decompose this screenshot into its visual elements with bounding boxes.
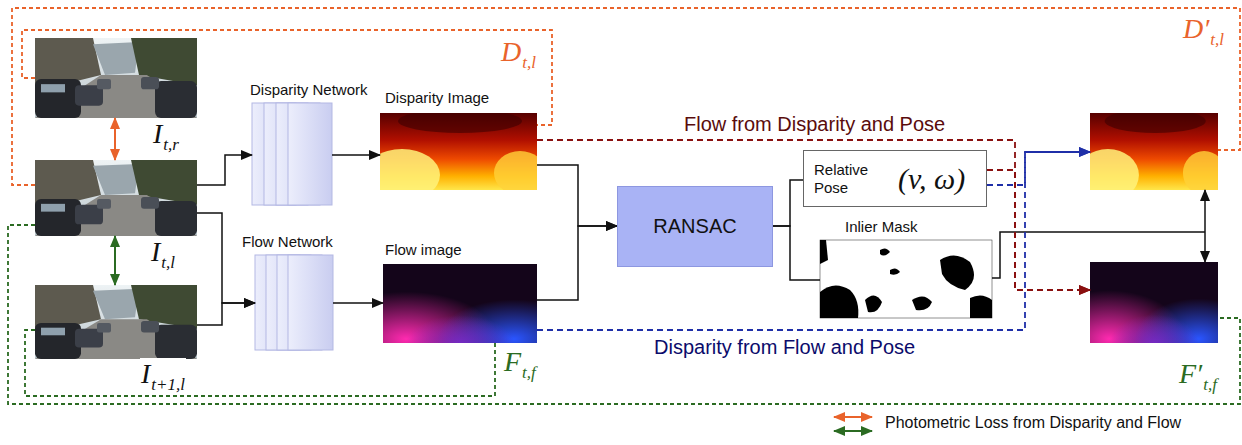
mask-outlier — [940, 255, 974, 290]
legend-arrow — [834, 430, 872, 432]
symbol-base: I — [153, 118, 162, 149]
legend-text: Photometric Loss from Disparity and Flow — [885, 414, 1181, 431]
connector — [773, 180, 803, 226]
process-box: RANSAC — [617, 186, 773, 267]
network-layer — [288, 103, 332, 205]
symbol-subscript: t,l — [1210, 30, 1224, 49]
edge-label-slot: Disparity from Flow and Pose — [651, 336, 918, 359]
input-image: It+1,l — [35, 285, 197, 359]
box-label: RANSAC — [653, 215, 736, 238]
connector — [333, 302, 383, 304]
disparity-map — [364, 109, 546, 201]
connector — [197, 213, 255, 303]
symbol-subscript: t,r — [163, 135, 179, 154]
flow-map — [383, 264, 537, 343]
connector — [987, 170, 1090, 290]
mask-outlier — [912, 296, 932, 310]
mask-outlier — [865, 295, 882, 312]
connector — [114, 236, 116, 285]
symbol-subscript: t,l — [522, 53, 536, 72]
symbol-label: Dt,l — [500, 36, 537, 68]
mask-outlier — [820, 240, 828, 264]
network-block: Disparity Network — [252, 103, 332, 205]
mask-outlier — [890, 268, 900, 274]
connector — [987, 152, 1090, 185]
heading: Disparity Network — [250, 81, 368, 98]
edge-label-slot: Flow from Disparity and Pose — [681, 113, 948, 136]
symbol-base: I — [151, 236, 160, 267]
network-block: Flow Network — [255, 255, 333, 350]
connector — [537, 140, 1090, 290]
edge-label: Disparity from Flow and Pose — [651, 336, 918, 358]
connector — [25, 330, 495, 396]
pose-symbol: (v, ω) — [898, 162, 965, 196]
symbol-label: F′t,f — [1178, 358, 1218, 390]
inlier-mask-image — [820, 240, 992, 318]
symbol-subscript: t,f — [1203, 375, 1217, 394]
mask-outlier — [880, 248, 890, 255]
input-photo — [35, 38, 197, 118]
heading-slot: Flow Network — [242, 232, 333, 251]
legend-slot: Photometric Loss from Disparity and Flow — [885, 414, 1181, 432]
input-image: It,l — [35, 160, 197, 236]
symbol-label: D′t,l — [1182, 13, 1225, 45]
symbol-base: D′ — [1183, 13, 1209, 44]
symbol-subscript: t,f — [522, 363, 536, 382]
heading: Inlier Mask — [845, 218, 918, 235]
symbol-label: It,l — [150, 236, 176, 268]
heading-slot: Inlier Mask — [845, 217, 918, 236]
connector — [114, 118, 116, 160]
symbol-base: F′ — [1179, 358, 1202, 389]
edge-label: Flow from Disparity and Pose — [681, 113, 948, 135]
heading-slot: Disparity Network — [250, 80, 368, 99]
symbol-subscript: t+1,l — [151, 375, 185, 394]
disparity-map — [1077, 109, 1225, 201]
symbol-label: It,r — [152, 118, 180, 150]
connector — [197, 155, 252, 185]
heading: Flow image — [385, 241, 462, 258]
network-layer — [288, 255, 333, 350]
input-photo — [35, 160, 197, 236]
connector — [773, 226, 820, 280]
mask-outlier — [970, 295, 992, 318]
output-image: D′t,l — [1090, 113, 1218, 190]
box-label: Relative Pose — [814, 161, 886, 196]
mask-outlier — [820, 285, 858, 318]
flow-map — [1090, 262, 1218, 343]
connector — [537, 226, 617, 300]
image-block: Disparity Image — [380, 113, 537, 190]
heading: Disparity Image — [385, 89, 489, 106]
legend-arrow — [834, 416, 872, 418]
input-photo — [35, 285, 197, 359]
output-image: F′t,f — [1090, 262, 1218, 343]
pose-box: Relative Pose (v, ω) — [803, 150, 987, 207]
mask-ground — [820, 240, 992, 318]
network-stack — [252, 103, 332, 205]
heading-slot: Disparity Image — [385, 88, 489, 107]
connector — [332, 154, 380, 156]
symbol-label: It+1,l — [140, 358, 186, 390]
symbol-label: Ft,f — [503, 346, 537, 378]
mask-line — [992, 232, 1205, 278]
network-stack — [255, 255, 333, 350]
symbol-base: D — [501, 36, 521, 67]
image-block: Inlier Mask — [820, 240, 992, 318]
symbol-subscript: t,l — [161, 253, 175, 272]
connector — [1204, 190, 1206, 262]
connector — [12, 8, 1240, 185]
heading-slot: Flow image — [385, 240, 462, 259]
connector — [197, 303, 255, 325]
heading: Flow Network — [242, 233, 333, 250]
symbol-base: F — [504, 346, 521, 377]
image-block: Flow image — [383, 264, 537, 343]
symbol-base: I — [141, 358, 150, 389]
input-image: It,r — [35, 38, 197, 118]
connector — [22, 30, 552, 125]
connector — [537, 165, 617, 226]
